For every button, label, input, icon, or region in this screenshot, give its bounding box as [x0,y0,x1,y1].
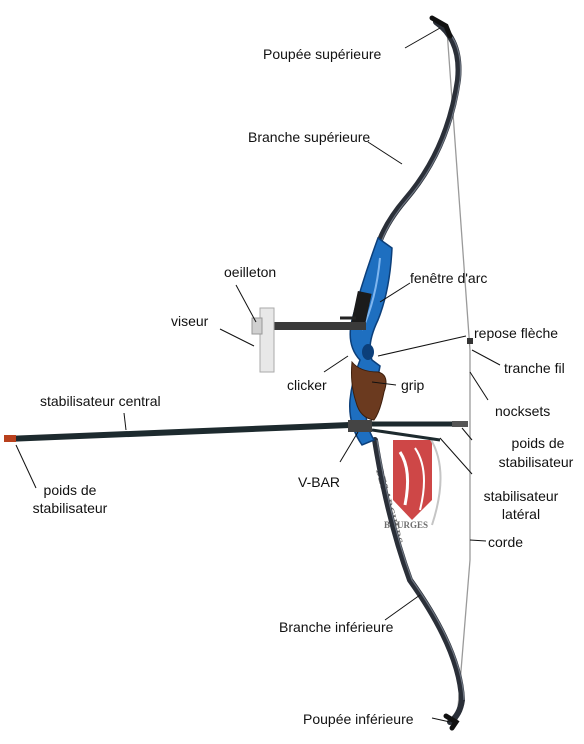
label-central-stabilizer: stabilisateur central [40,393,161,409]
label-peep-sight: oeilleton [224,264,277,280]
label-upper-limb: Branche supérieure [248,129,371,145]
lower-limb [372,437,466,725]
label-stabilizer-weight-left-2: stabilisateur [32,500,108,516]
logo-shield [393,440,432,520]
sight-block [259,307,275,373]
grip-shape [351,360,387,421]
label-stabilizer-weight-right-1: poids de [511,435,565,451]
label-string-serving: tranche fil [504,360,565,376]
label-sight: viseur [171,313,209,329]
label-stabilizer-weight-right-2: stabilisateur [498,454,574,470]
logo-text-2: BOURGES [384,520,428,530]
label-side-stabilizer-2: latéral [501,506,541,522]
central-stabilizer-weight [4,435,16,442]
label-upper-tip: Poupée supérieure [263,46,382,62]
label-stabilizer-weight-left-1: poids de [43,482,97,498]
label-lower-limb: Branche inférieure [279,619,394,635]
label-arrow-rest: repose flèche [474,325,559,341]
nockset [467,338,473,344]
label-clicker: clicker [287,377,327,393]
arrow-rest [362,344,374,360]
bow-string [446,29,471,721]
upper-limb [377,19,462,243]
lower-limb-tip [443,713,460,731]
label-sight-window: fenêtre d'arc [410,270,488,286]
sight-bar [258,322,366,330]
side-stabilizer-weight [452,421,468,427]
riser-window [350,290,372,330]
upper-limb-tip [429,15,453,39]
label-grip: grip [401,377,425,393]
sight-pin [251,317,263,335]
vbar-block [348,420,372,432]
central-stabilizer [5,422,351,442]
label-lower-tip: Poupée inférieure [303,711,414,727]
label-nocksets: nocksets [495,403,551,419]
label-vbar: V-BAR [298,474,341,490]
leader-lines [15,27,501,723]
label-string: corde [488,534,524,550]
label-side-stabilizer-1: stabilisateur [483,488,559,504]
